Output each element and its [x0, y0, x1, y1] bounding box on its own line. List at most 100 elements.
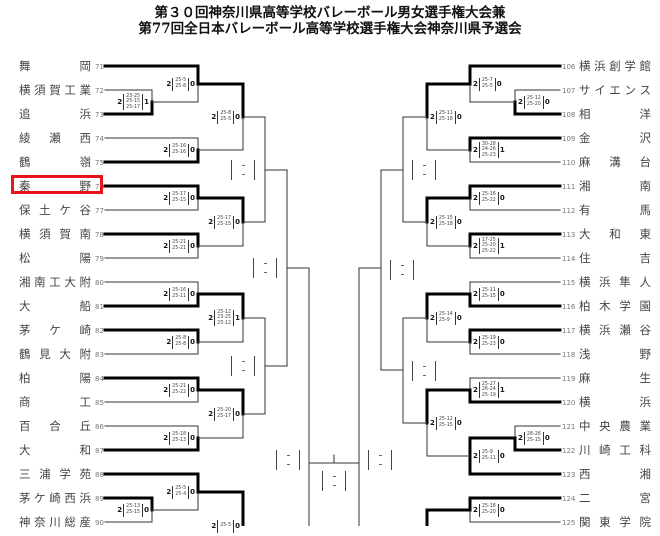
- team-number: 78: [95, 231, 104, 239]
- set-score: 25-18: [438, 222, 453, 227]
- set-score: 25-22: [481, 248, 496, 254]
- team-name: 横須賀南: [19, 227, 91, 241]
- set-score: 25-19: [481, 392, 496, 398]
- set-score: 25-15: [126, 99, 141, 105]
- team-number: 80: [95, 279, 104, 287]
- set-score: 25-18: [438, 117, 453, 122]
- set-score: 25-9: [438, 318, 450, 323]
- set-score: 25-22: [481, 198, 496, 203]
- team-number: 73: [95, 111, 104, 119]
- winner-sets: 2: [430, 314, 435, 322]
- highlighted-team-box: [11, 175, 103, 194]
- set-score: 25-8: [175, 84, 187, 89]
- team-name: 湘南: [579, 179, 651, 193]
- team-name: 相洋: [579, 107, 651, 121]
- team-name: 横浜隼人: [579, 275, 651, 289]
- winner-sets: 2: [430, 218, 435, 226]
- set-score: 23-25: [217, 315, 232, 321]
- team-name: 商工: [19, 395, 91, 409]
- set-score: 25-5: [220, 117, 232, 122]
- team-number: 83: [95, 351, 104, 359]
- winner-sets: 2: [473, 80, 478, 88]
- set-score: 25-17: [172, 192, 187, 198]
- team-name: 浅野: [579, 347, 651, 361]
- loser-sets: 0: [144, 506, 149, 514]
- team-name: 横浜創学館: [579, 59, 651, 73]
- set-score: 25-19: [481, 336, 496, 342]
- team-number: 121: [562, 423, 576, 431]
- loser-sets: 0: [499, 194, 505, 202]
- team-number: 114: [562, 255, 576, 263]
- set-score: 25-21: [172, 240, 187, 246]
- set-score: 25-17: [217, 414, 232, 419]
- set-score: 25-15: [126, 510, 141, 515]
- set-score: 25-27: [481, 381, 496, 387]
- loser-sets: 0: [456, 113, 462, 121]
- set-score: 25-20: [481, 243, 496, 249]
- team-name: 大和: [19, 443, 91, 457]
- team-name: 柏木学園: [579, 299, 651, 313]
- set-score: 25-9: [481, 450, 493, 456]
- loser-sets: 0: [190, 242, 195, 250]
- team-number: 88: [95, 471, 104, 479]
- team-number: 116: [562, 303, 576, 311]
- team-name: 神奈川総産: [19, 515, 91, 529]
- set-score: 24-26: [481, 147, 496, 153]
- team-number: 107: [562, 87, 576, 95]
- undecided-score-box: [231, 356, 255, 376]
- winner-sets: 2: [208, 314, 214, 322]
- set-score: 25-16: [172, 288, 187, 294]
- undecided-score-box: [412, 159, 436, 180]
- team-number: 117: [562, 327, 576, 335]
- set-score: 25-13: [172, 438, 187, 443]
- loser-sets: 1: [235, 314, 240, 322]
- loser-sets: 0: [190, 290, 195, 298]
- team-name: 大和東: [579, 227, 651, 241]
- set-score: 28-26: [526, 432, 541, 438]
- team-number: 125: [562, 519, 576, 527]
- set-score: 25-16: [481, 192, 496, 198]
- winner-sets: 2: [473, 146, 478, 154]
- set-score: 25-12: [526, 96, 541, 102]
- set-score: 25-17: [217, 216, 232, 222]
- set-score: 25-17: [126, 104, 141, 110]
- loser-sets: 0: [190, 338, 195, 346]
- winner-sets: 2: [473, 452, 478, 460]
- winner-sets: 2: [430, 113, 435, 121]
- winner-sets: 2: [166, 338, 172, 346]
- winner-sets: 2: [430, 419, 435, 427]
- team-name: 横浜瀬谷: [579, 323, 651, 337]
- team-name: 関東学院: [579, 515, 651, 529]
- winner-sets: 2: [473, 194, 478, 202]
- team-number: 72: [95, 87, 104, 95]
- winner-sets: 2: [211, 113, 217, 121]
- team-number: 76: [95, 183, 104, 191]
- loser-sets: 0: [496, 80, 502, 88]
- team-name: 舞岡: [19, 59, 91, 73]
- team-number: 90: [95, 519, 104, 527]
- winner-sets: 2: [518, 98, 523, 106]
- set-score: 25-13: [126, 504, 141, 510]
- loser-sets: 0: [235, 113, 240, 121]
- team-number: 82: [95, 327, 104, 335]
- set-score: 25-18: [172, 432, 187, 438]
